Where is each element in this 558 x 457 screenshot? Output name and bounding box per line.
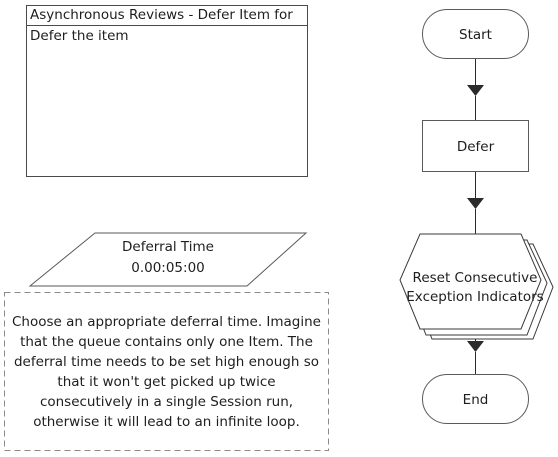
defer-shape[interactable] xyxy=(422,120,529,172)
defer-label: Defer xyxy=(457,139,495,155)
comment-text: Choose an appropriate deferral time. Ima… xyxy=(12,313,321,430)
start-shape[interactable] xyxy=(422,9,529,59)
note-title: Asynchronous Reviews - Defer Item for xyxy=(27,6,307,26)
page-note[interactable]: Asynchronous Reviews - Defer Item for De… xyxy=(26,5,308,177)
calculation-title: Deferral Time xyxy=(122,239,214,255)
calculation-shape[interactable] xyxy=(28,232,308,287)
reset-label-line1: Reset Consecutive xyxy=(413,270,538,286)
calculation-value: 0.00:05:00 xyxy=(131,260,205,276)
end-label: End xyxy=(463,392,489,408)
start-label: Start xyxy=(459,27,492,43)
reset-label-line2: Exception Indicators xyxy=(406,289,543,305)
reset-exceptions-shape[interactable] xyxy=(399,233,554,340)
arrowhead-icon xyxy=(467,198,484,209)
arrowhead-icon xyxy=(467,85,484,96)
note-body: Defer the item xyxy=(30,28,129,44)
arrowhead-icon xyxy=(467,341,484,352)
end-shape[interactable] xyxy=(422,374,529,424)
comment-shape[interactable] xyxy=(4,292,329,451)
